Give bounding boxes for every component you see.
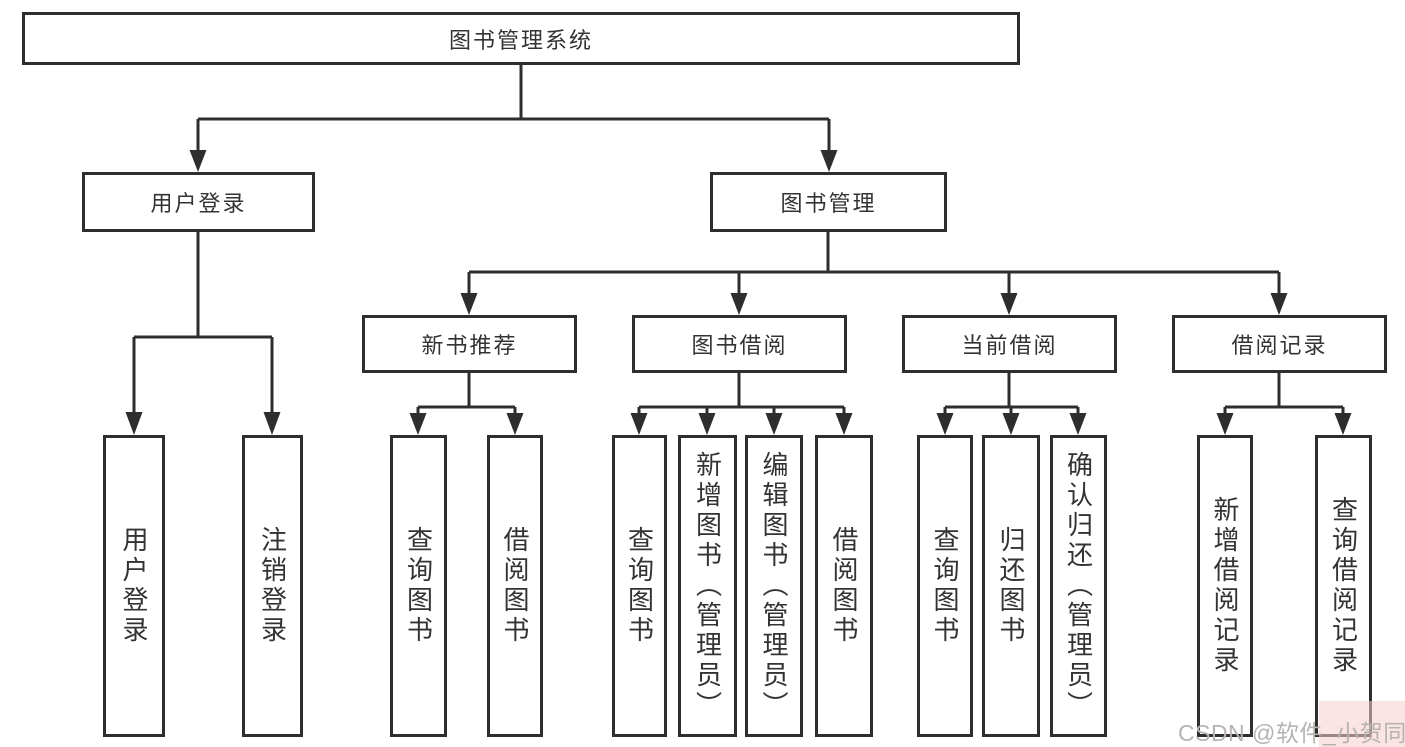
- watermark-text: CSDN @软件_小贺同学: [1178, 720, 1405, 746]
- leaf-current-query-book: 查询图书: [917, 435, 973, 737]
- leaf-newbook-query-book: 查询图书: [390, 435, 447, 737]
- node-label: 查询图书: [930, 526, 960, 646]
- node-label: 借阅图书: [829, 526, 859, 646]
- leaf-record-query-borrow-record: 查询借阅记录: [1315, 435, 1372, 737]
- leaf-current-confirm-return-admin: 确认归还（管理员）: [1050, 435, 1107, 737]
- leaf-borrow-borrow-book: 借阅图书: [815, 435, 873, 737]
- leaf-current-return-book: 归还图书: [982, 435, 1040, 737]
- node-label: 借阅图书: [500, 526, 530, 646]
- leaf-user-login: 用户登录: [103, 435, 165, 737]
- node-book-management: 图书管理: [710, 172, 947, 232]
- node-new-book-recommend: 新书推荐: [362, 315, 577, 373]
- watermark-background: [1319, 701, 1405, 747]
- node-label: 借阅记录: [1231, 333, 1328, 358]
- leaf-record-add-borrow-record: 新增借阅记录: [1197, 435, 1253, 737]
- node-label: 新书推荐: [421, 333, 518, 358]
- node-current-borrow: 当前借阅: [902, 315, 1117, 373]
- leaf-borrow-query-book: 查询图书: [612, 435, 667, 737]
- node-label: 图书管理系统: [448, 27, 593, 53]
- node-label: 用户登录: [150, 191, 247, 216]
- leaf-newbook-borrow-book: 借阅图书: [487, 435, 543, 737]
- node-label: 新增图书（管理员）: [692, 451, 723, 721]
- node-label: 查询图书: [403, 526, 434, 646]
- node-label: 图书借阅: [691, 333, 788, 358]
- node-label: 当前借阅: [961, 333, 1058, 358]
- node-user-login: 用户登录: [82, 172, 315, 232]
- node-label: 注销登录: [257, 526, 288, 646]
- node-label: 确认归还（管理员）: [1063, 451, 1094, 721]
- node-root-library-system: 图书管理系统: [22, 12, 1020, 65]
- node-label: 用户登录: [119, 526, 149, 646]
- leaf-borrow-add-book-admin: 新增图书（管理员）: [678, 435, 737, 737]
- node-label: 查询图书: [624, 526, 655, 646]
- node-label: 编辑图书（管理员）: [759, 451, 789, 721]
- node-borrow-record: 借阅记录: [1172, 315, 1387, 373]
- node-label: 新增借阅记录: [1210, 496, 1240, 676]
- node-label: 图书管理: [780, 191, 877, 216]
- node-book-borrow: 图书借阅: [632, 315, 847, 373]
- leaf-borrow-edit-book-admin: 编辑图书（管理员）: [745, 435, 803, 737]
- node-label: 归还图书: [996, 526, 1026, 646]
- leaf-logout: 注销登录: [242, 435, 303, 737]
- node-label: 查询借阅记录: [1328, 496, 1359, 676]
